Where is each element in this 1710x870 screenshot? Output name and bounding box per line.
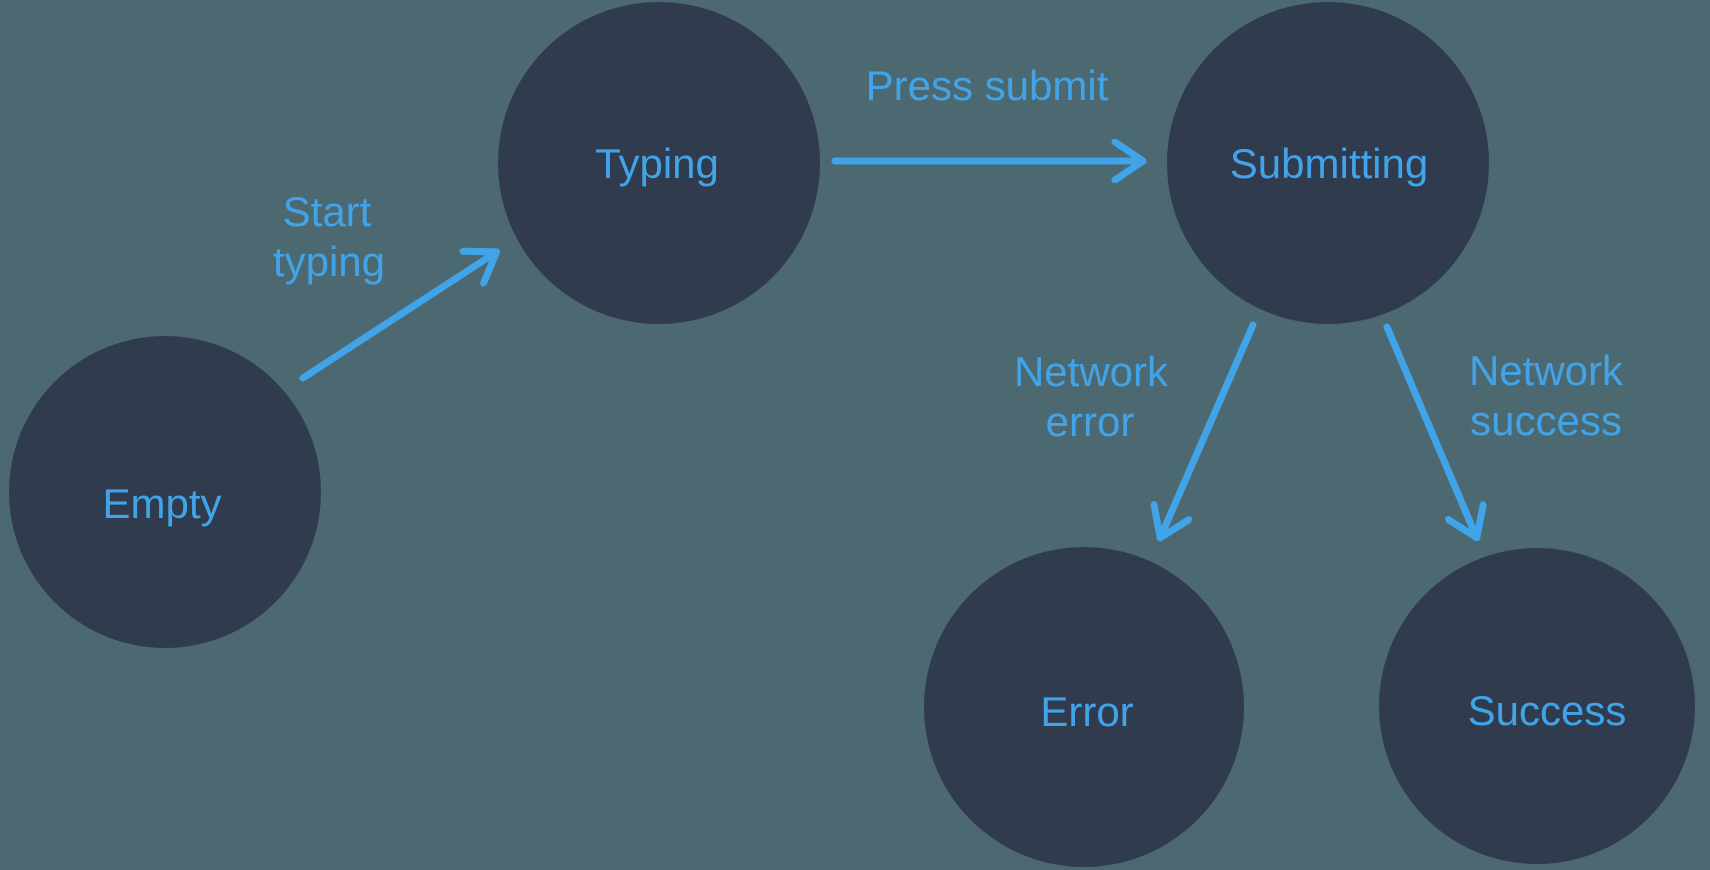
transition-submitting-to-error: Network error <box>1014 321 1257 536</box>
transition-label-line: Network <box>1469 347 1624 394</box>
transition-label-line: success <box>1470 397 1622 444</box>
state-node-typing: Typing <box>498 2 820 324</box>
state-label-typing: Typing <box>595 140 719 187</box>
transition-label-line: Network <box>1014 348 1169 395</box>
transition-label-line: typing <box>273 238 385 285</box>
transition-label-line: Press submit <box>866 62 1109 109</box>
transition-label-line: error <box>1046 398 1135 445</box>
state-circle-error <box>924 547 1244 867</box>
state-circle-submitting <box>1167 2 1489 324</box>
state-label-error: Error <box>1040 688 1133 735</box>
state-circle-typing <box>498 2 820 324</box>
transition-empty-to-typing: Start typing <box>273 188 495 382</box>
transition-submitting-to-success: Network success <box>1383 323 1624 536</box>
state-circle-success <box>1379 548 1695 864</box>
state-circle-empty <box>9 336 321 648</box>
transition-arrow-network-success <box>1383 323 1476 536</box>
transition-typing-to-submitting: Press submit <box>831 62 1141 161</box>
state-node-error: Error <box>924 547 1244 867</box>
state-label-success: Success <box>1468 687 1627 734</box>
state-label-empty: Empty <box>102 480 221 527</box>
transition-arrow-network-error <box>1161 321 1257 536</box>
transition-arrow-start-typing <box>299 253 495 382</box>
state-label-submitting: Submitting <box>1230 140 1428 187</box>
state-node-empty: Empty <box>9 336 321 648</box>
transition-label-line: Start <box>283 188 372 235</box>
state-node-success: Success <box>1379 548 1695 864</box>
state-node-submitting: Submitting <box>1167 2 1489 324</box>
